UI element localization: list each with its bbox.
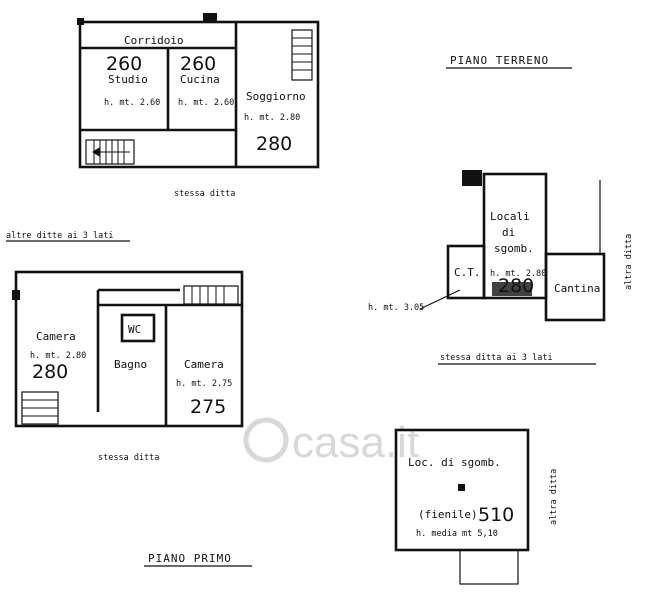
room-studio-handwritten-height: 260	[106, 53, 142, 75]
room-kitchen-label: Cucina	[180, 73, 220, 86]
wc-label: WC	[128, 323, 141, 336]
room-left-handwritten-height: 280	[32, 361, 68, 383]
ground-floor-plan: Corridoio 260 Studio h. mt. 2.60 260 Cuc…	[77, 13, 320, 169]
room-living-height: h. mt. 2.80	[244, 113, 300, 123]
room-kitchen-height: h. mt. 2.60	[178, 98, 234, 108]
first-floor-title: PIANO PRIMO	[148, 552, 232, 565]
wc-outline	[120, 313, 156, 343]
barn-annex	[459, 549, 519, 585]
room-right-handwritten-height: 275	[190, 396, 226, 418]
ct-label: C.T.	[454, 266, 481, 279]
ground-floor-below-note: stessa ditta	[174, 189, 235, 199]
room-studio-label: Studio	[108, 73, 148, 86]
room-left-label: Camera	[36, 330, 76, 343]
first-floor-outline	[14, 270, 244, 428]
annex-below-note: stessa ditta ai 3 lati	[440, 353, 553, 363]
ground-floor-side-note: altre ditte ai 3 lati	[6, 231, 113, 241]
barn-label: Loc. di sgomb.	[408, 456, 501, 469]
watermark-text: casa.it	[292, 418, 419, 467]
barn-sub-label: (fienile)	[418, 508, 478, 521]
ground-floor-outline	[78, 20, 320, 169]
room-corridor-label: Corridoio	[124, 34, 184, 47]
room-right-label: Camera	[184, 358, 224, 371]
ground-stair-right	[291, 29, 313, 81]
ct-room-outline	[446, 244, 486, 300]
first-floor-below-note: stessa ditta	[98, 453, 159, 463]
cellar-outline	[544, 252, 606, 322]
room-right-height: h. mt. 2.75	[176, 379, 232, 389]
annex-plan: Locali di sgomb. h. mt. 2.80 280 C.T. h.…	[368, 170, 634, 322]
room-studio-height: h. mt. 2.60	[104, 98, 160, 108]
first-floor-plan: Camera h. mt. 2.80 280 WC Bagno Camera h…	[12, 270, 244, 428]
barn-right-note: altra ditta	[549, 469, 559, 525]
storage-label-line3: sgomb.	[494, 242, 534, 255]
barn-height: h. media mt 5,10	[416, 529, 498, 539]
ground-stair-left	[85, 139, 135, 165]
storage-handwritten-height: 280	[498, 275, 534, 297]
storage-height: h. mt. 2.80	[490, 269, 546, 279]
room-living-handwritten-height: 280	[256, 133, 292, 155]
watermark: casa.it	[243, 417, 419, 467]
room-living-label: Soggiorno	[246, 90, 306, 103]
barn-plan: Loc. di sgomb. (fienile) 510 h. media mt…	[394, 428, 559, 585]
first-stair-top	[183, 285, 239, 305]
ground-floor-title: PIANO TERRENO	[450, 54, 549, 67]
annex-right-note: altra ditta	[624, 234, 634, 290]
storage-room-outline	[482, 172, 548, 300]
cellar-label: Cantina	[554, 282, 600, 295]
room-kitchen-handwritten-height: 260	[180, 53, 216, 75]
storage-label-line1: Locali	[490, 210, 530, 223]
bath-label: Bagno	[114, 358, 147, 371]
ct-height: h. mt. 3.05	[368, 303, 424, 313]
barn-handwritten-height: 510	[478, 504, 514, 526]
room-left-height: h. mt. 2.80	[30, 351, 86, 361]
storage-label-line2: di	[502, 226, 515, 239]
first-stair-bottom	[21, 391, 59, 425]
